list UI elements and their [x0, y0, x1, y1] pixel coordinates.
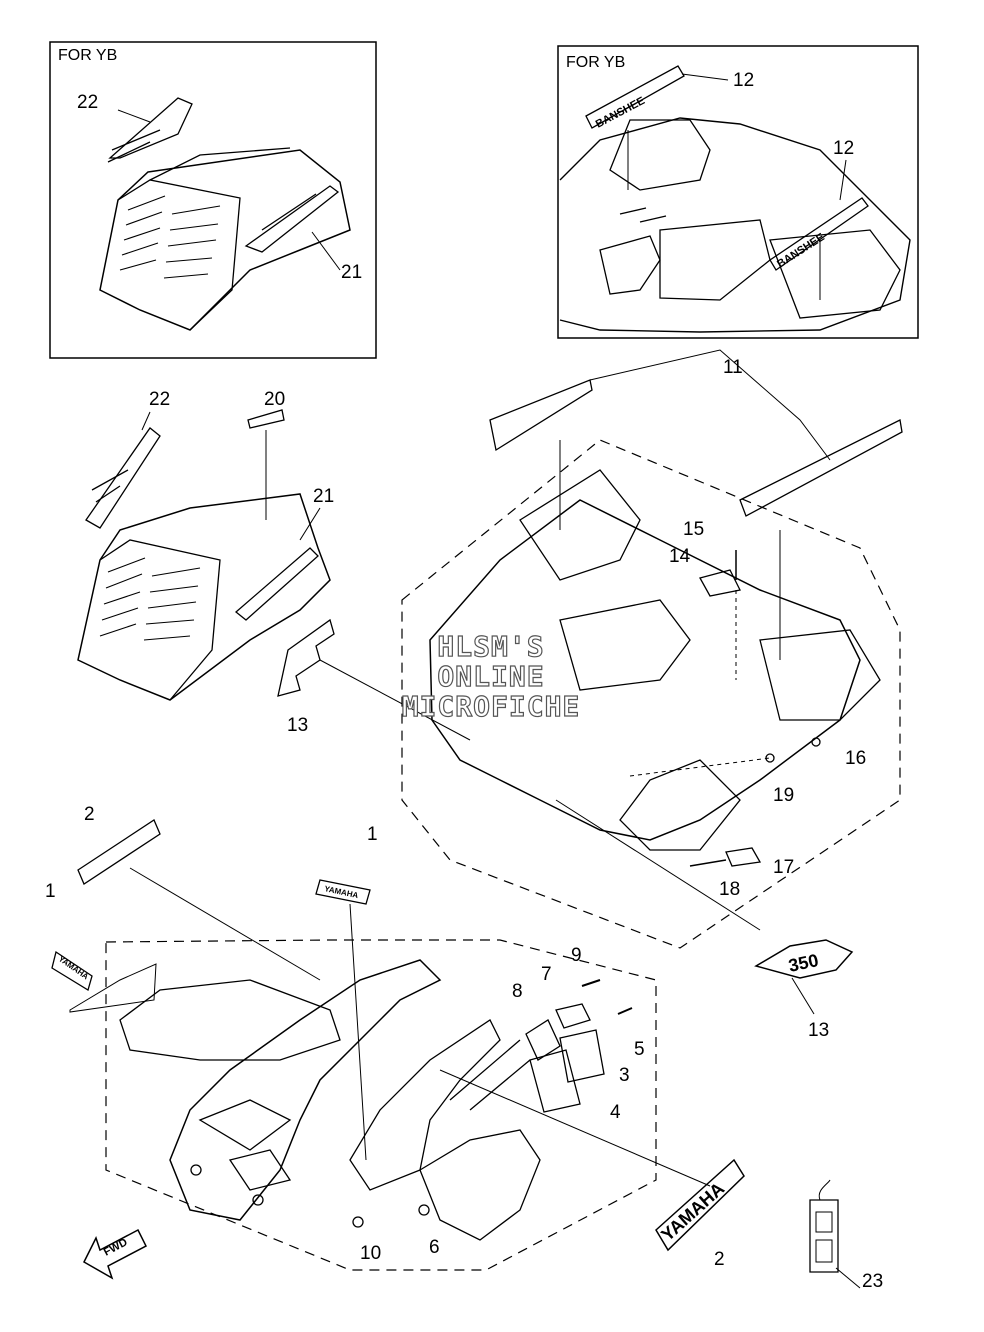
callout-1-left: 1 — [45, 881, 56, 902]
inset-box-left — [49, 41, 377, 359]
callout-18: 18 — [719, 879, 741, 900]
callout-21-main: 21 — [313, 486, 335, 507]
callout-10: 10 — [360, 1243, 382, 1264]
callout-22-main: 22 — [149, 389, 171, 410]
callout-11: 11 — [723, 357, 743, 378]
watermark-line-1: HLSM'S — [437, 630, 545, 663]
rear-cover-assembly — [77, 409, 471, 741]
callout-20: 20 — [264, 389, 286, 410]
inset-label-left: FOR YB — [58, 47, 118, 64]
callout-13-left: 13 — [287, 715, 309, 736]
callout-5: 5 — [634, 1039, 645, 1060]
callout-3: 3 — [619, 1065, 630, 1086]
watermark-line-2: ONLINE — [437, 660, 545, 693]
yamaha-decal-text: YAMAHA — [57, 954, 91, 981]
inset-label-right: FOR YB — [566, 54, 626, 71]
fwd-arrow-text: FWD — [102, 1236, 130, 1258]
callout-12-mid: 12 — [833, 138, 855, 159]
callout-23: 23 — [862, 1271, 884, 1292]
front-fender-assembly — [51, 819, 861, 1289]
callout-4: 4 — [610, 1102, 621, 1123]
callout-19: 19 — [773, 785, 795, 806]
emblem-350 — [754, 939, 854, 1015]
callout-6: 6 — [429, 1237, 440, 1258]
callout-16: 16 — [845, 748, 867, 769]
callout-21-inset: 21 — [341, 262, 363, 283]
yamaha-decal-text: YAMAHA — [657, 1178, 728, 1245]
callout-13-right: 13 — [808, 1020, 830, 1041]
callout-22-inset: 22 — [77, 92, 99, 113]
callout-2-top: 2 — [84, 804, 95, 825]
watermark-line-3: MICROFICHE — [401, 690, 581, 723]
banshee-decal-text: BANSHEE — [594, 95, 647, 131]
callout-8: 8 — [512, 981, 523, 1002]
inset-box-right — [557, 45, 919, 339]
callout-15: 15 — [683, 519, 705, 540]
callout-2-bottom: 2 — [714, 1249, 725, 1270]
watermark: HLSM'S ONLINE MICROFICHE — [378, 630, 604, 723]
callout-7: 7 — [541, 964, 552, 985]
callout-1-mid: 1 — [367, 824, 378, 845]
callout-17: 17 — [773, 857, 795, 878]
rear-fender-main — [401, 349, 903, 949]
callout-14: 14 — [669, 546, 691, 567]
callout-12-top: 12 — [733, 70, 755, 91]
emblem-text: 350 — [787, 950, 821, 976]
callout-9: 9 — [571, 945, 582, 966]
